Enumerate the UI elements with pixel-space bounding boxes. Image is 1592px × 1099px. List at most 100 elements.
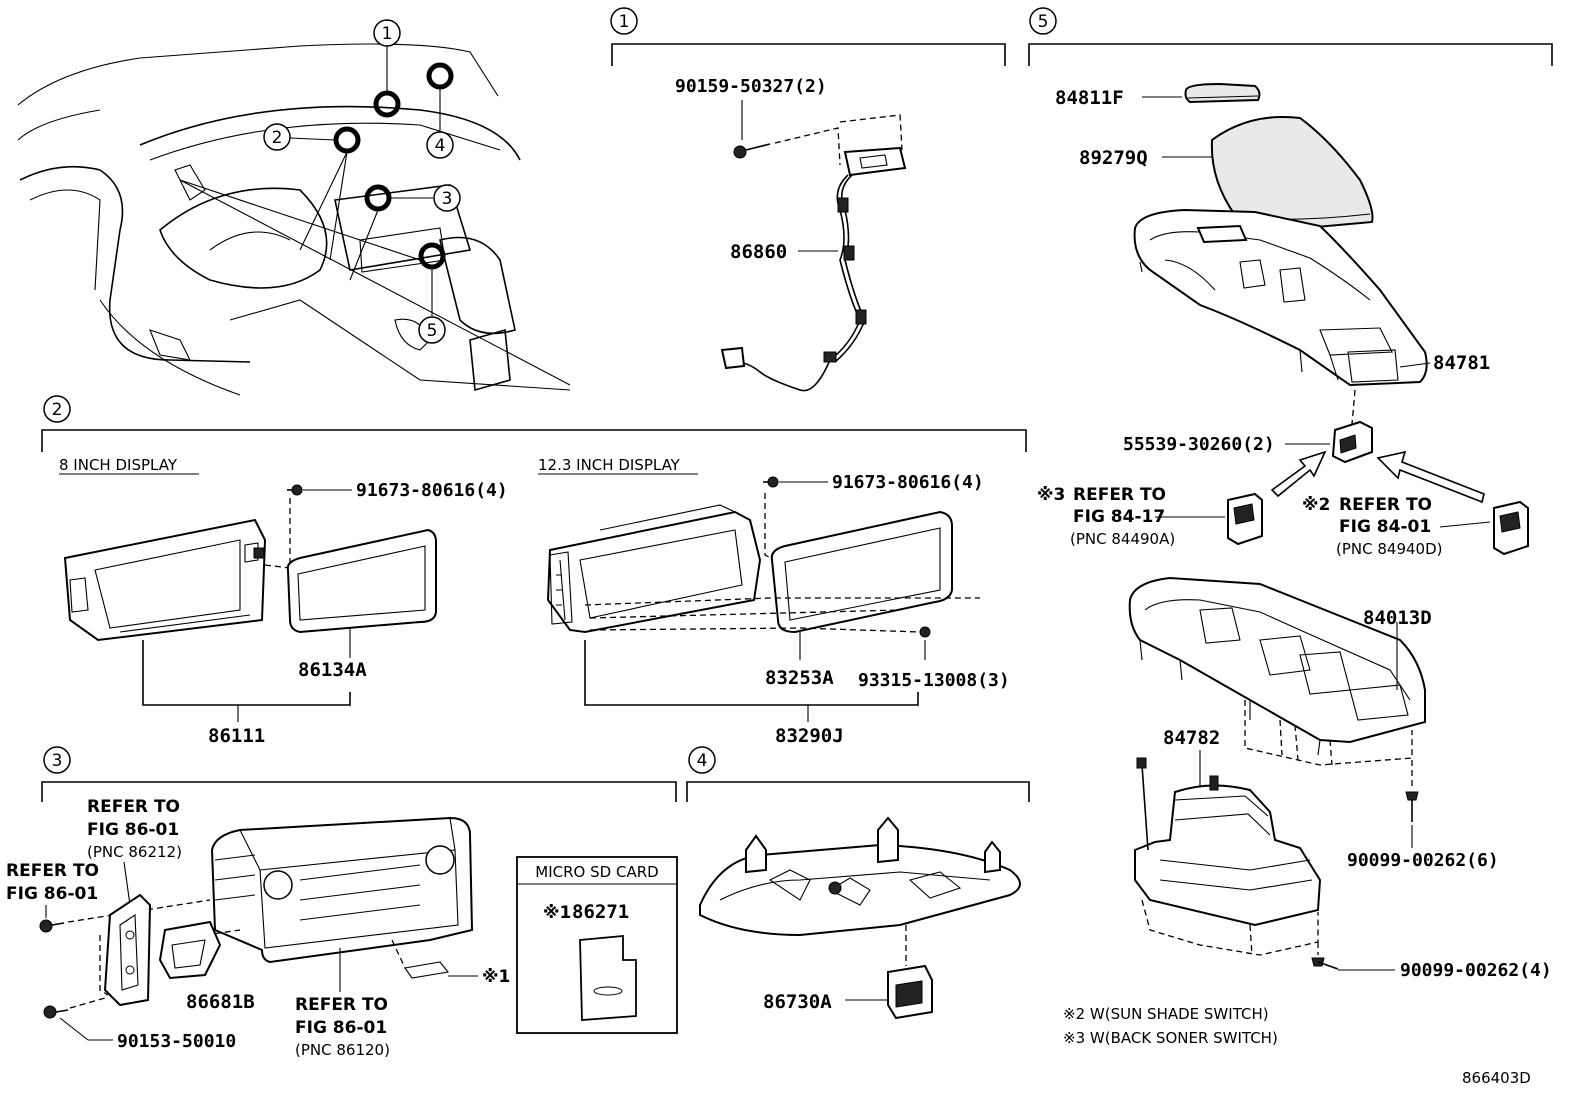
svg-text:REFER TO: REFER TO <box>6 861 99 881</box>
svg-text:5: 5 <box>427 321 438 341</box>
callout-2-overview: 2 <box>263 123 291 151</box>
svg-text:(PNC 86212): (PNC 86212) <box>87 843 182 861</box>
micro-sd-card-icon <box>579 935 637 1021</box>
screw-91673-left-label: 91673-80616(4) <box>356 480 508 501</box>
callout-5: 5 <box>1029 7 1057 35</box>
arrow-left-up <box>1270 450 1327 498</box>
display-12inch-83290J <box>546 504 762 634</box>
part-90099-4-label: 90099-00262(4) <box>1400 960 1552 981</box>
section-5: 5 84811F 89279Q 84781 55539-3 <box>1028 7 1553 981</box>
part-89279Q-label: 89279Q <box>1079 147 1148 169</box>
part-90099-6-label: 90099-00262(6) <box>1347 850 1499 871</box>
svg-text:3: 3 <box>52 751 63 771</box>
switch-55539 <box>1331 420 1373 464</box>
svg-text:(PNC 86120): (PNC 86120) <box>295 1041 390 1059</box>
section-1: 1 90159-50327(2) 86860 <box>610 7 1006 392</box>
svg-text:※1: ※1 <box>482 967 510 987</box>
callout-2: 2 <box>43 395 71 423</box>
screw-91673-right <box>763 476 779 488</box>
micro-sd-title: MICRO SD CARD <box>535 863 658 881</box>
wire-86860-label: 86860 <box>730 241 787 263</box>
callout-1: 1 <box>610 7 638 35</box>
console-box-84781 <box>1133 208 1428 387</box>
part-86730A-label: 86730A <box>763 991 832 1013</box>
svg-text:FIG 86-01: FIG 86-01 <box>295 1018 387 1038</box>
sd-slot-ref: ※1 <box>391 939 510 987</box>
part-55539-label: 55539-30260(2) <box>1123 434 1275 455</box>
bezel-83253A <box>770 510 953 634</box>
ref-84490A: ※3 REFER TO FIG 84-17 (PNC 84490A) <box>1037 485 1225 548</box>
callout-5-overview: 5 <box>418 316 446 344</box>
wire-harness-86860 <box>720 146 907 392</box>
bolt-90153 <box>43 1005 69 1019</box>
sd-part-86271: 86271 <box>572 901 629 923</box>
assy-83290J-label: 83290J <box>775 725 844 747</box>
callout-3-overview: 3 <box>433 184 461 212</box>
arrow-right-up <box>1376 450 1485 504</box>
assy-86111-label: 86111 <box>208 725 265 747</box>
svg-text:1: 1 <box>382 24 393 44</box>
ref-86120: REFER TO FIG 86-01 (PNC 86120) <box>295 995 390 1059</box>
part-84781-label: 84781 <box>1433 352 1490 374</box>
bolt-90159 <box>733 143 771 159</box>
callout-3: 3 <box>43 746 71 774</box>
bracket-86681B-label: 86681B <box>186 991 255 1013</box>
svg-text:REFER TO: REFER TO <box>295 995 388 1015</box>
svg-text:※2: ※2 <box>1302 495 1330 515</box>
svg-text:FIG 86-01: FIG 86-01 <box>87 820 179 840</box>
screw-91673-right-label: 91673-80616(4) <box>832 472 984 493</box>
switch-84940D <box>1493 500 1529 556</box>
section-4: 4 86730A <box>686 746 1030 1020</box>
svg-text:FIG 86-01: FIG 86-01 <box>6 884 98 904</box>
section-3: 3 REFER TO FIG 86-01 (PNC 86212) REFER T… <box>6 746 678 1059</box>
bolt-90159-label: 90159-50327(2) <box>675 76 827 97</box>
bracket-86212 <box>103 893 152 1007</box>
sd-mark: ※1 <box>543 903 571 923</box>
part-84811F-label: 84811F <box>1055 87 1124 109</box>
ref-84940D: ※2 REFER TO FIG 84-01 (PNC 84940D) <box>1302 495 1491 558</box>
note-sun-shade: ※2 W(SUN SHADE SWITCH) <box>1063 1005 1269 1023</box>
svg-text:※3: ※3 <box>1037 485 1065 505</box>
figure-code: 866403D <box>1462 1069 1531 1087</box>
screw-90099-6 <box>1405 791 1419 822</box>
svg-text:2: 2 <box>272 128 283 148</box>
audio-unit <box>210 816 474 964</box>
panel-84013D <box>1128 576 1426 756</box>
svg-text:4: 4 <box>697 751 708 771</box>
screw-91673-left <box>287 484 303 496</box>
svg-text:FIG 84-17: FIG 84-17 <box>1073 507 1165 527</box>
svg-text:2: 2 <box>52 400 63 420</box>
bezel-83253A-label: 83253A <box>765 667 834 689</box>
svg-text:(PNC 84940D): (PNC 84940D) <box>1336 540 1442 558</box>
callout-4-overview: 4 <box>426 131 454 159</box>
part-84782-label: 84782 <box>1163 727 1220 749</box>
note-back-soner: ※3 W(BACK SONER SWITCH) <box>1063 1029 1278 1047</box>
dashboard-overview: 1 4 2 3 5 <box>17 19 571 396</box>
switch-84490A <box>1227 492 1263 546</box>
part-84013D-label: 84013D <box>1363 607 1432 629</box>
svg-text:REFER TO: REFER TO <box>87 797 180 817</box>
svg-text:FIG 84-01: FIG 84-01 <box>1339 517 1431 537</box>
display-8inch-86111 <box>63 518 267 642</box>
title-8inch-display: 8 INCH DISPLAY <box>59 456 178 474</box>
svg-text:REFER TO: REFER TO <box>1339 495 1432 515</box>
svg-text:4: 4 <box>435 136 446 156</box>
bezel-86134A <box>286 528 437 634</box>
bolt-93315 <box>919 626 931 638</box>
bracket-86681B <box>158 920 222 980</box>
lamp-86730A <box>887 964 933 1020</box>
lid-89279Q <box>1210 115 1374 230</box>
svg-text:5: 5 <box>1038 12 1049 32</box>
section-2: 2 8 INCH DISPLAY 12.3 INCH DISPLAY 91673… <box>41 395 1027 747</box>
bolt-left-small <box>39 919 65 933</box>
notes: ※2 W(SUN SHADE SWITCH) ※3 W(BACK SONER S… <box>1063 1005 1531 1087</box>
svg-text:REFER TO: REFER TO <box>1073 485 1166 505</box>
bolt-90153-label: 90153-50010 <box>117 1031 236 1052</box>
callout-4: 4 <box>688 746 716 774</box>
screw-90099-4 <box>1311 957 1339 970</box>
overhead-console <box>699 816 1021 937</box>
ref-86212: REFER TO FIG 86-01 (PNC 86212) <box>87 797 182 861</box>
svg-text:(PNC 84490A): (PNC 84490A) <box>1070 530 1175 548</box>
bolt-93315-label: 93315-13008(3) <box>858 670 1010 691</box>
